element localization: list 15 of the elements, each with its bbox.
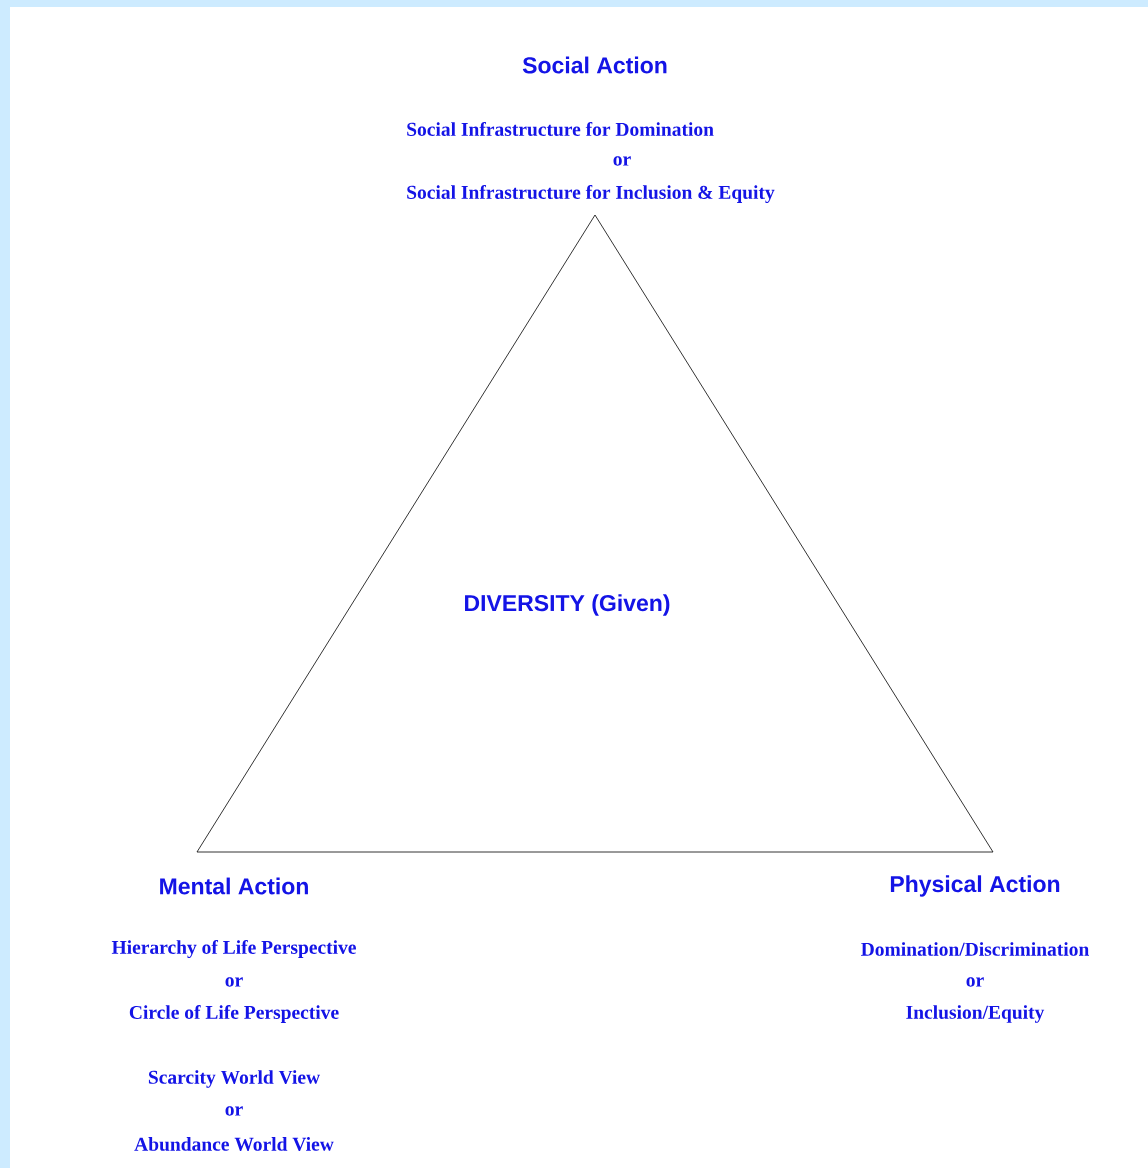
corner-text: Domination/Discrimination [861,942,1089,956]
corner-heading: Physical Action [890,875,1060,897]
corner-text: Inclusion/Equity [906,1005,1045,1023]
triangle: DIVERSITY (Given) [196,214,994,853]
corner-text: Social Infrastructure for Domination [407,122,714,136]
corner-text: or [225,977,243,987]
corner-text: Hierarchy of Life Perspective [111,940,356,958]
corner-text: Abundance World View [134,1137,334,1151]
corner-text: or [613,156,631,166]
corner-heading: Mental Action [160,877,308,895]
corner-text: or [966,977,984,987]
corner-text: Circle of Life Perspective [129,1005,339,1023]
corner-text: or [225,1106,243,1116]
corner-heading: Social Action [522,56,667,74]
corner-text: Scarcity World View [148,1070,320,1088]
